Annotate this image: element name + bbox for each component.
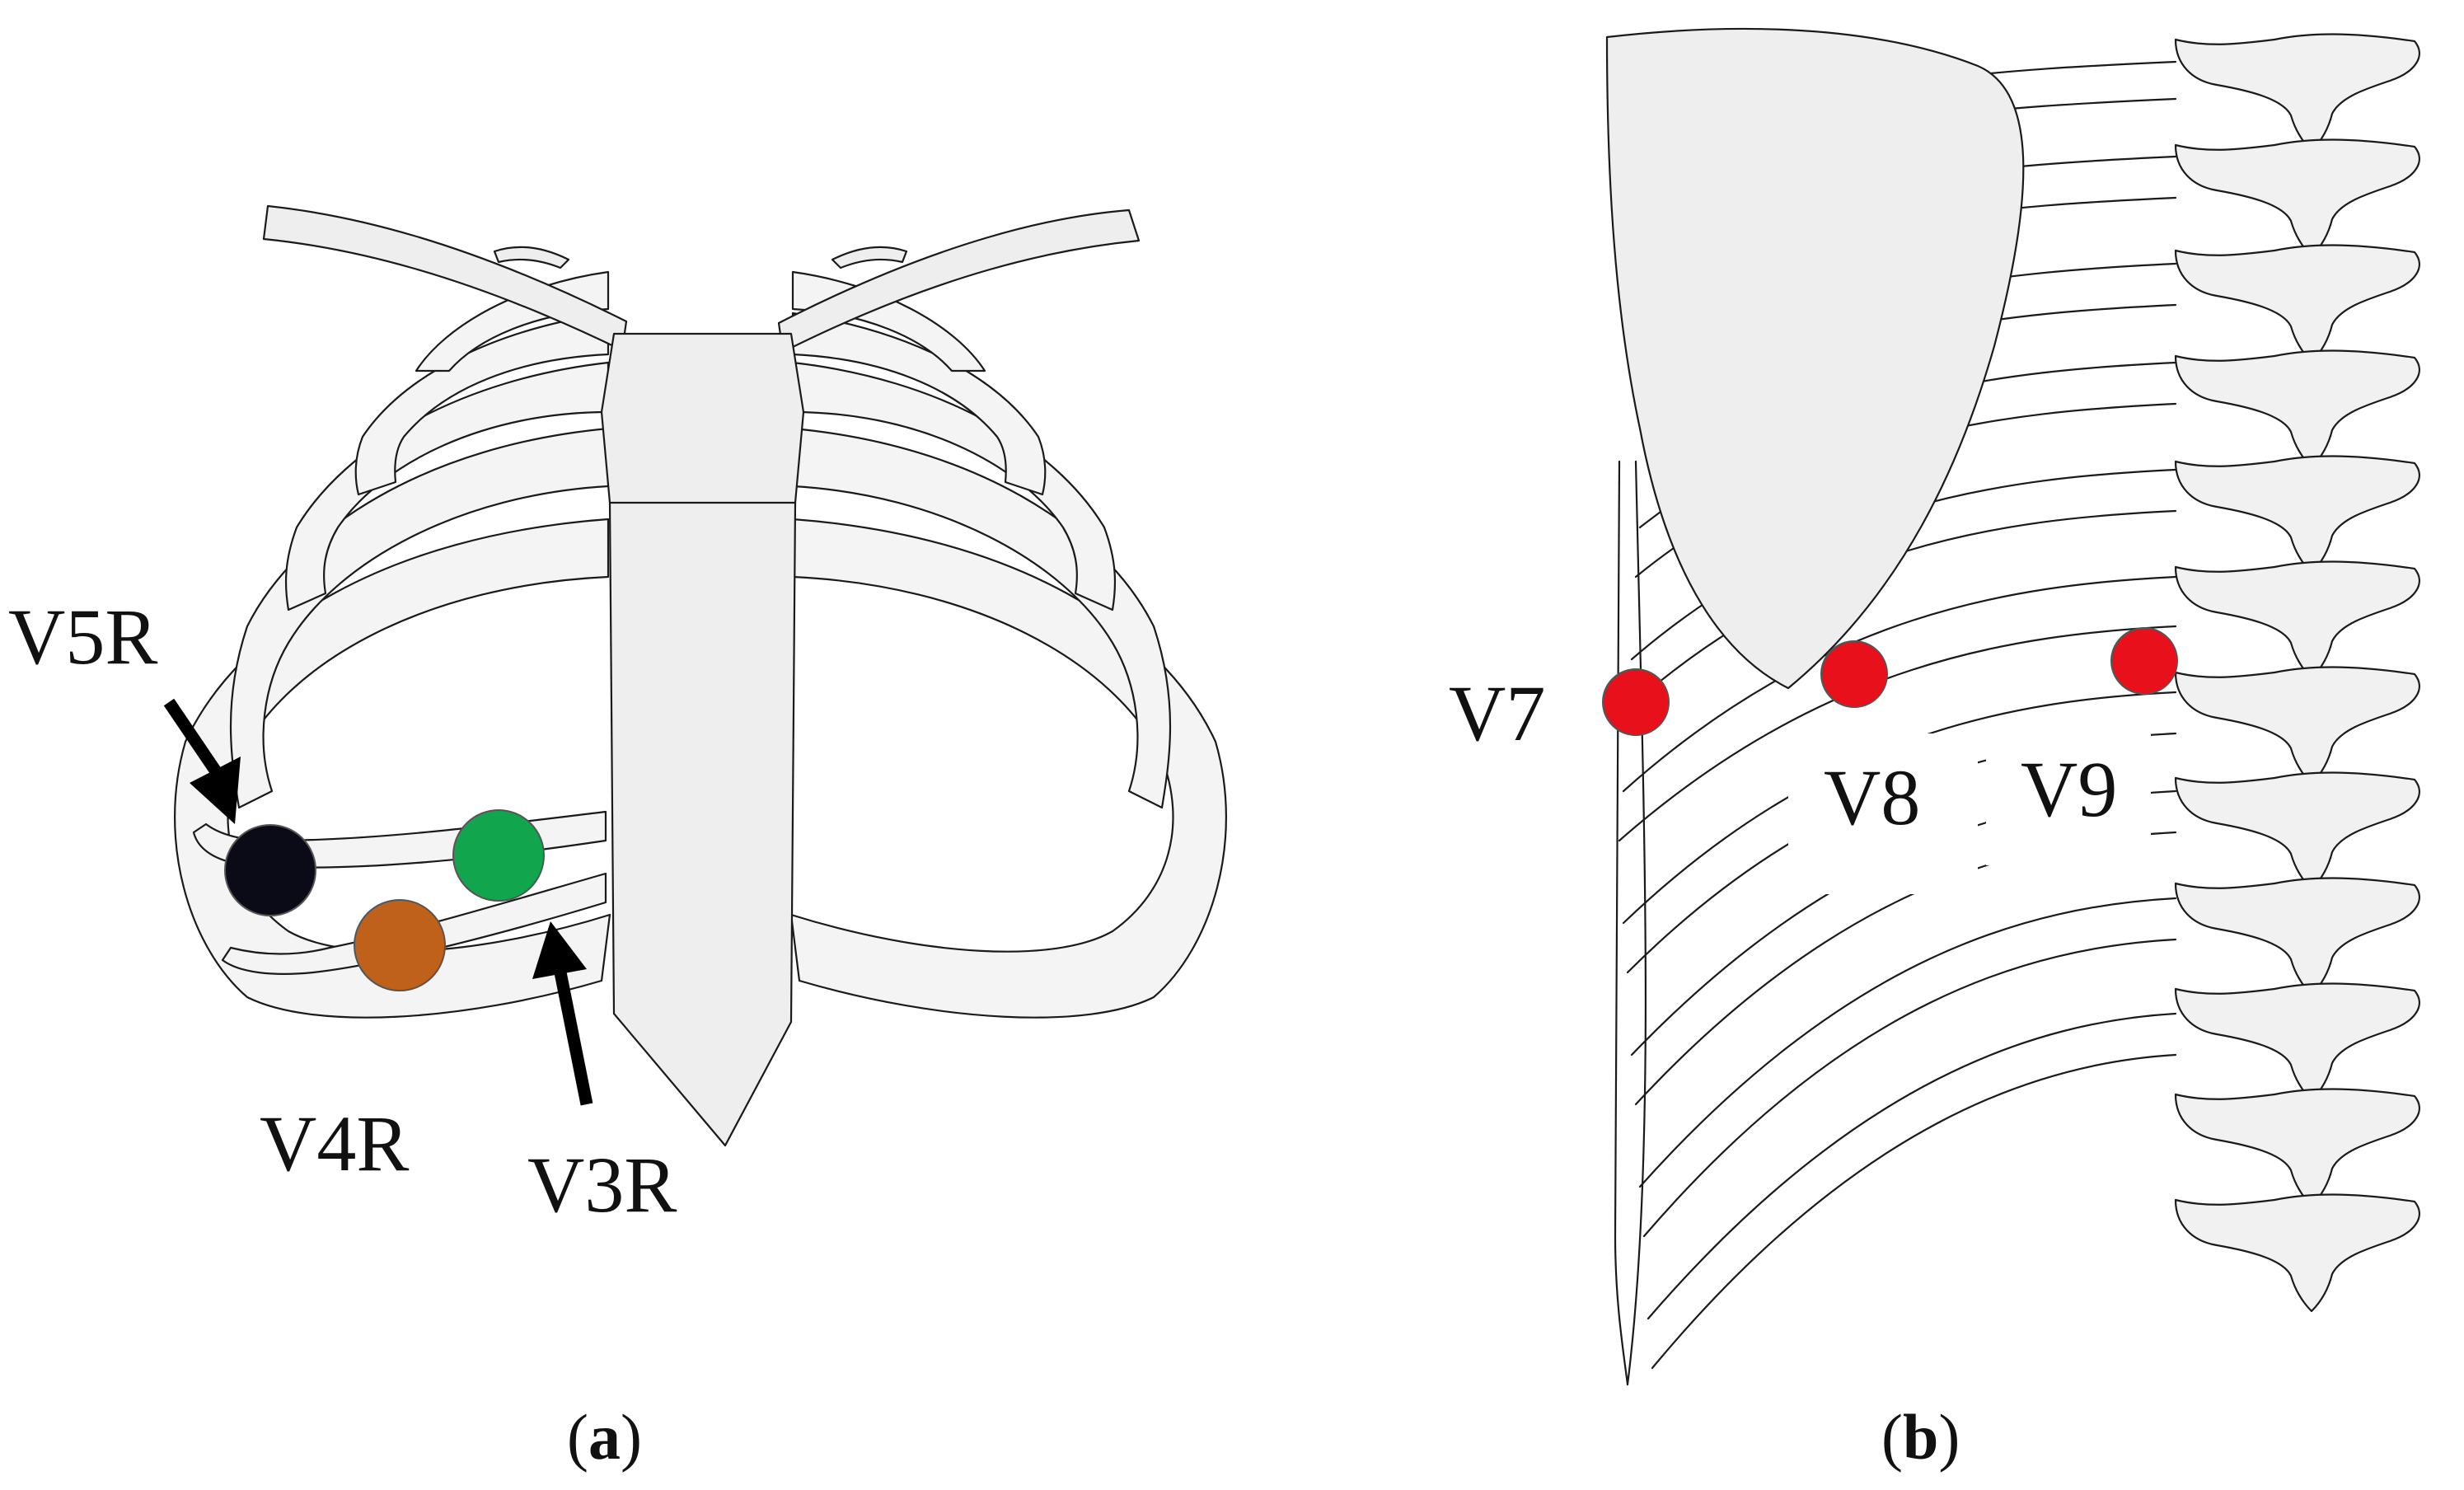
vertebra bbox=[2174, 1193, 2420, 1313]
v3r-label: V3R bbox=[527, 1141, 677, 1229]
v4r-label: V4R bbox=[260, 1099, 409, 1188]
v4r-electrode bbox=[354, 899, 446, 991]
v5r-electrode bbox=[224, 824, 316, 916]
panel-a-caption: (a) bbox=[567, 1401, 642, 1473]
vertebra bbox=[2174, 666, 2420, 785]
vertebra bbox=[2174, 33, 2420, 152]
vertebra bbox=[2174, 455, 2420, 574]
v3r-arrow bbox=[532, 921, 593, 1106]
v8-electrode bbox=[1820, 640, 1888, 708]
vertebra bbox=[2174, 1088, 2420, 1207]
v9-electrode bbox=[2110, 627, 2178, 695]
v7-electrode bbox=[1602, 668, 1670, 736]
scapula bbox=[1605, 27, 2025, 690]
vertebra bbox=[2174, 244, 2420, 363]
panel-a-anterior-chest: V5R V4R V3R (a) bbox=[8, 204, 1227, 1473]
v9-label: V9 bbox=[2021, 745, 2117, 833]
vertebra bbox=[2174, 771, 2420, 891]
vertebral-column bbox=[2174, 33, 2420, 1313]
vertebra bbox=[2174, 560, 2420, 680]
v5r-label: V5R bbox=[8, 593, 157, 681]
v7-label: V7 bbox=[1449, 669, 1545, 757]
sternum bbox=[600, 332, 805, 1147]
panel-b-caption: (b) bbox=[1881, 1401, 1960, 1473]
vertebra bbox=[2174, 138, 2420, 258]
v3r-electrode bbox=[452, 809, 545, 902]
vertebra bbox=[2174, 877, 2420, 996]
panel-b-posterior-chest: V7 V8 V9 (b) bbox=[1449, 27, 2420, 1473]
v5r-arrow bbox=[163, 698, 241, 824]
left-ribs bbox=[789, 270, 1227, 1019]
vertebra bbox=[2174, 982, 2420, 1102]
vertebra bbox=[2174, 349, 2420, 469]
v8-label: V8 bbox=[1824, 753, 1920, 841]
